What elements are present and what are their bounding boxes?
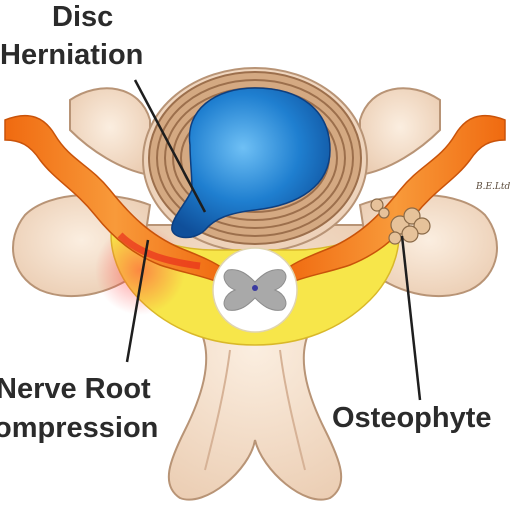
disc-pointer-line xyxy=(133,79,207,213)
nucleus-pulposus xyxy=(171,87,331,239)
label-osteophyte: Osteophyte xyxy=(332,402,492,434)
artist-signature: B.E.Ltd xyxy=(476,182,510,192)
label-compression: ompression xyxy=(0,412,159,444)
label-herniation: Herniation xyxy=(0,39,144,71)
label-nerve-root: Nerve Root xyxy=(0,373,151,405)
osteophyte-growth xyxy=(370,198,431,245)
osteophyte-pointer-line xyxy=(400,235,422,401)
label-disc: Disc xyxy=(52,1,114,33)
nerve-pointer-line xyxy=(125,239,150,363)
